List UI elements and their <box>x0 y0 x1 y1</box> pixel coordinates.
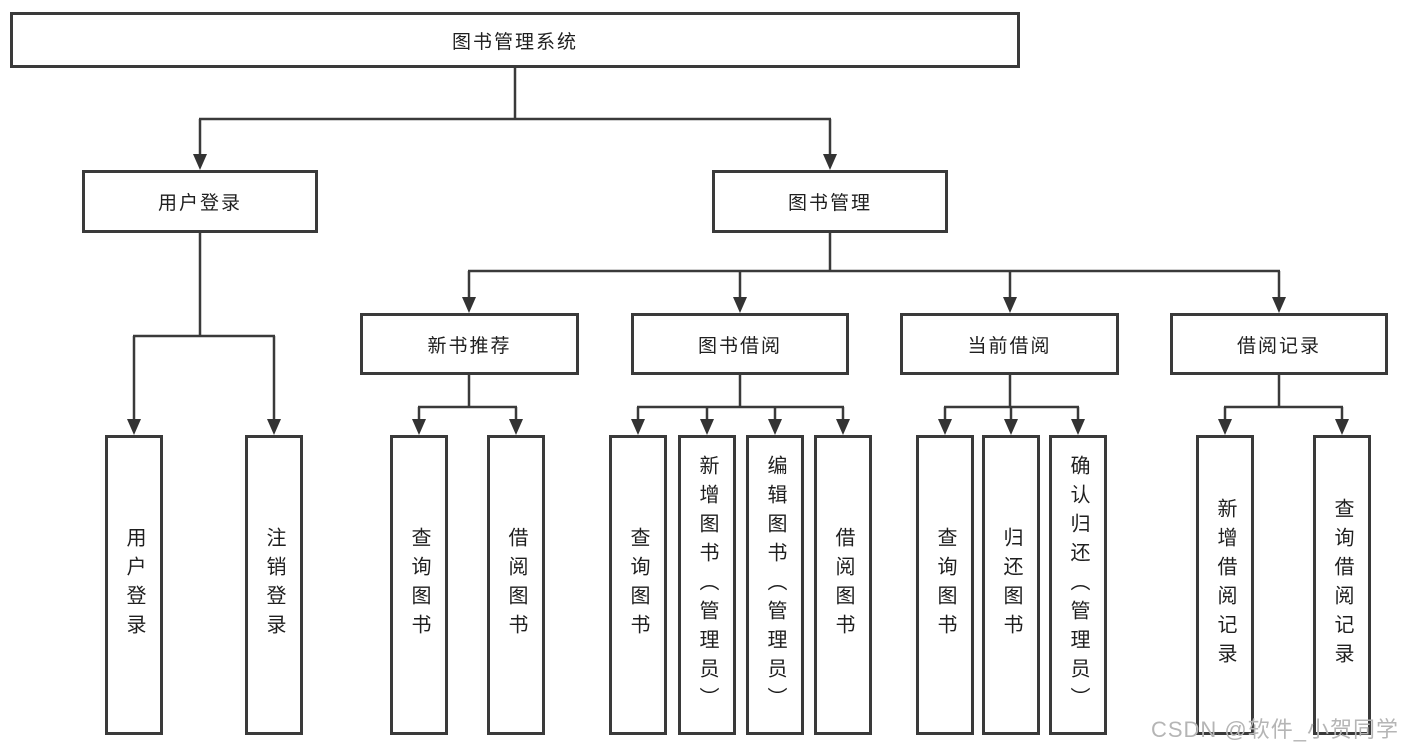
leaf-add-books-admin: 新增图书（管理员） <box>678 435 736 735</box>
leaf-label: 查询借阅记录 <box>1331 498 1353 672</box>
node-label: 当前借阅 <box>967 335 1052 357</box>
node-borrow-records: 借阅记录 <box>1170 313 1388 375</box>
leaf-add-borrow-record: 新增借阅记录 <box>1196 435 1254 735</box>
node-label: 图书借阅 <box>697 335 782 357</box>
arrowheads <box>127 154 1349 435</box>
leaf-borrow-books-2: 借阅图书 <box>814 435 872 735</box>
node-label: 图书管理系统 <box>451 31 578 53</box>
node-label: 图书管理 <box>787 193 872 214</box>
node-current-borrow: 当前借阅 <box>900 313 1119 375</box>
node-label: 用户登录 <box>157 193 242 214</box>
leaf-return-books: 归还图书 <box>982 435 1040 735</box>
leaf-query-borrow-record: 查询借阅记录 <box>1313 435 1371 735</box>
leaf-label: 用户登录 <box>123 527 145 643</box>
leaf-label: 借阅图书 <box>832 527 854 643</box>
leaf-label: 新增借阅记录 <box>1214 498 1236 672</box>
leaf-label: 归还图书 <box>1000 527 1022 643</box>
leaf-label: 新增图书（管理员） <box>696 454 718 716</box>
leaf-label: 编辑图书（管理员） <box>764 454 786 716</box>
leaf-label: 查询图书 <box>408 527 430 643</box>
node-label: 新书推荐 <box>427 335 512 357</box>
leaf-label: 借阅图书 <box>505 527 527 643</box>
leaf-label: 注销登录 <box>263 527 285 643</box>
node-new-book-recommend: 新书推荐 <box>360 313 579 375</box>
leaf-label: 查询图书 <box>627 527 649 643</box>
leaf-query-books-1: 查询图书 <box>390 435 448 735</box>
node-root-library-system: 图书管理系统 <box>10 12 1020 68</box>
node-book-management: 图书管理 <box>712 170 948 233</box>
leaf-edit-books-admin: 编辑图书（管理员） <box>746 435 804 735</box>
leaf-query-books-3: 查询图书 <box>916 435 974 735</box>
node-book-borrow: 图书借阅 <box>631 313 849 375</box>
leaf-user-login: 用户登录 <box>105 435 163 735</box>
node-user-login: 用户登录 <box>82 170 318 233</box>
csdn-watermark: CSDN @软件_小贺同学 <box>1150 717 1399 742</box>
leaf-query-books-2: 查询图书 <box>609 435 667 735</box>
node-label: 借阅记录 <box>1236 335 1321 357</box>
leaf-confirm-return-admin: 确认归还（管理员） <box>1049 435 1107 735</box>
leaf-label: 查询图书 <box>934 527 956 643</box>
leaf-label: 确认归还（管理员） <box>1067 454 1089 716</box>
leaf-borrow-books-1: 借阅图书 <box>487 435 545 735</box>
leaf-logout: 注销登录 <box>245 435 303 735</box>
